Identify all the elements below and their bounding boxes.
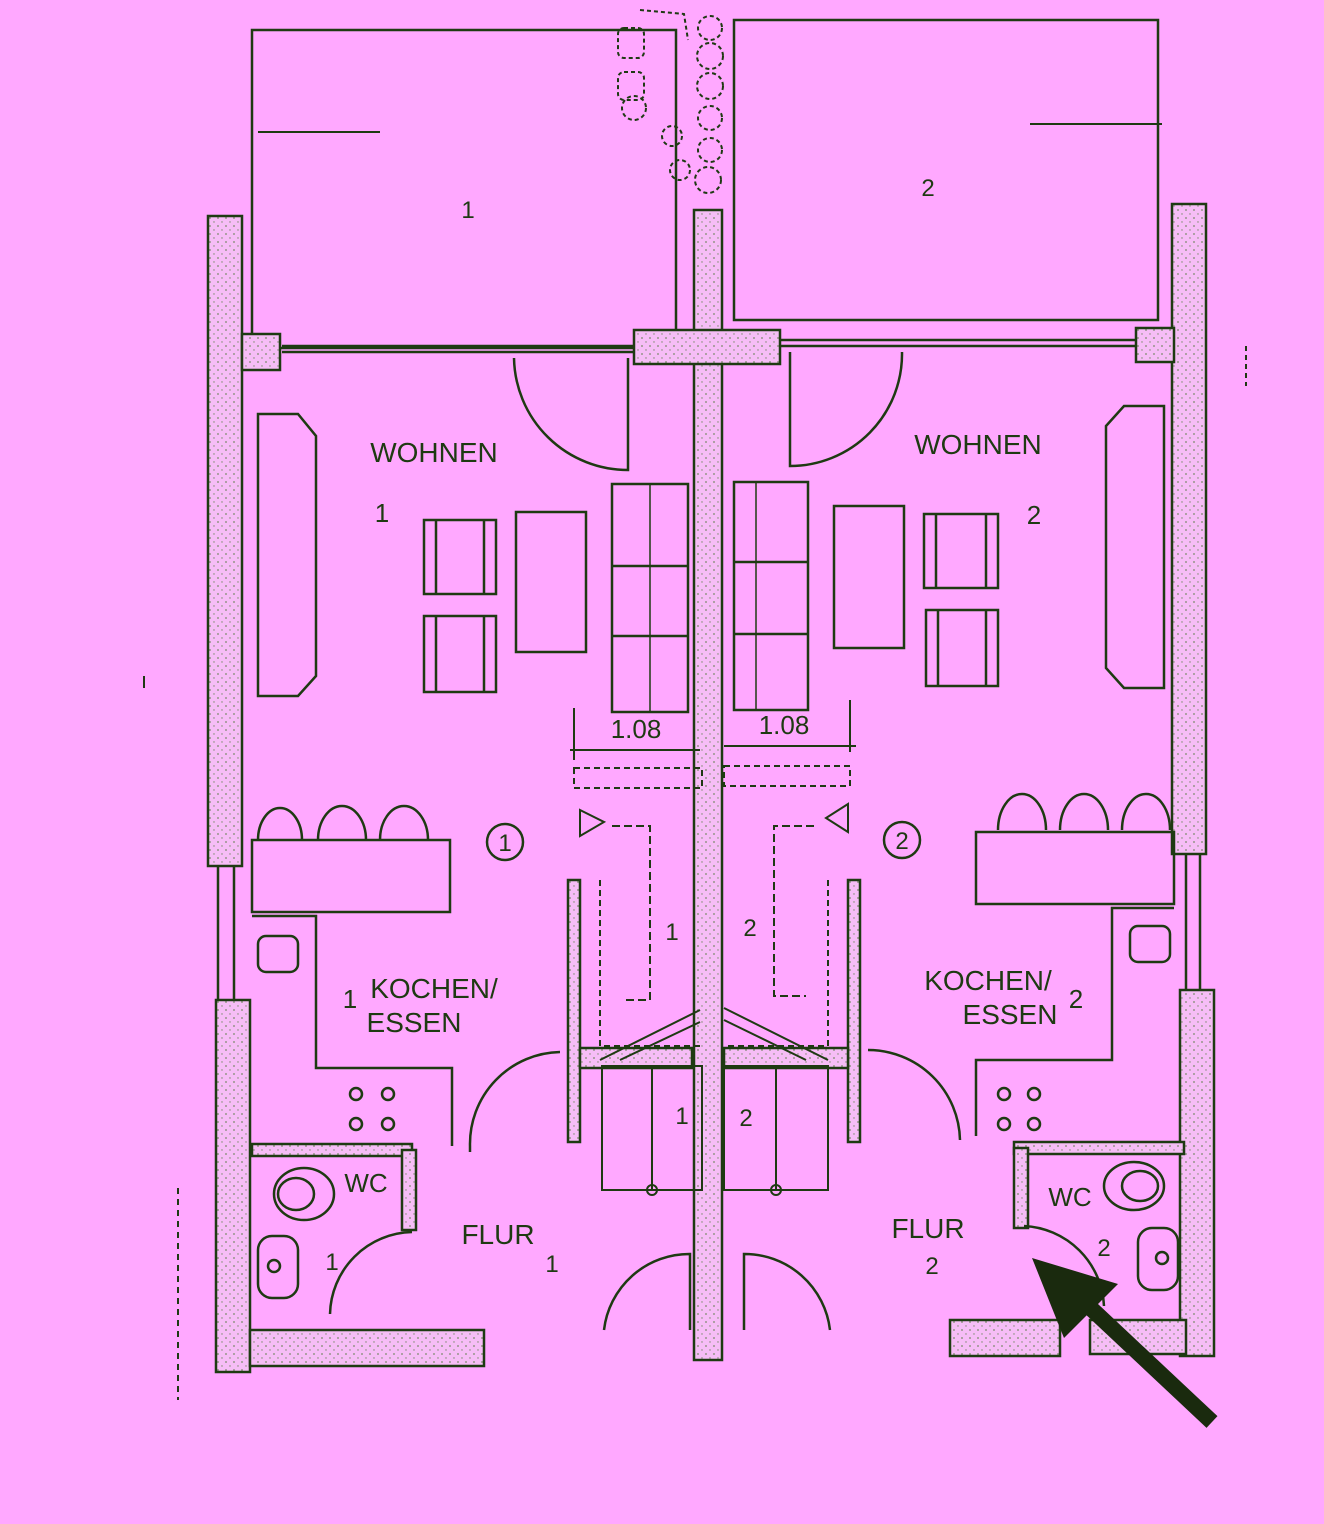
terrace-1 [250,28,678,350]
kitchen-1-label-line2: ESSEN [367,1007,462,1038]
terrace-2 [732,18,1162,322]
living-2-label: WOHNEN [914,429,1042,460]
furniture-living-1 [256,412,690,714]
kitchen-2-label-line2: ESSEN [963,999,1058,1030]
kitchen-2-label-line1: KOCHEN/ [924,965,1052,996]
wc-1-label: WC [344,1168,387,1198]
kitchen-1-label-line1: KOCHEN/ [370,973,498,1004]
dimension-right: 1.08 [759,710,810,740]
stair-2-lower-number: 2 [739,1105,752,1132]
windows [216,338,1202,1000]
hall-1-number: 1 [545,1251,558,1278]
hall-1-label: FLUR [461,1219,534,1250]
wc-2-label: WC [1048,1182,1091,1212]
living-2-number: 2 [1027,500,1041,530]
arrow-icon [1032,1258,1218,1428]
unit-1-circle-icon [485,822,525,862]
stair-2-upper-number: 2 [743,915,756,942]
stair-1-upper-number: 1 [665,919,678,946]
kitchen-1 [250,804,454,1146]
stair-1-lower-number: 1 [675,1103,688,1130]
terrace-1-label: 1 [461,197,474,224]
kitchen-1-number: 1 [343,984,357,1014]
living-1-label: WOHNEN [370,437,498,468]
wc-fixtures [256,1160,1180,1300]
doors [328,351,1106,1331]
wc-1-number: 1 [325,1249,338,1276]
walls [206,202,1216,1374]
stairs [570,700,856,1196]
terrace-2-label: 2 [921,175,934,202]
planting [617,9,724,194]
unit-2-circle-icon [882,820,922,860]
unit-2-circled-number: 2 [895,828,908,855]
drafting-marks [143,346,1247,1400]
hall-2-number: 2 [925,1253,938,1280]
dimension-left: 1.08 [611,714,662,744]
kitchen-2-number: 2 [1069,984,1083,1014]
wc-2-number: 2 [1097,1235,1110,1262]
kitchen-2 [974,792,1176,1136]
unit-1-circled-number: 1 [498,830,511,857]
living-1-number: 1 [375,498,389,528]
furniture-living-2 [732,404,1166,712]
hall-2-label: FLUR [891,1213,964,1244]
